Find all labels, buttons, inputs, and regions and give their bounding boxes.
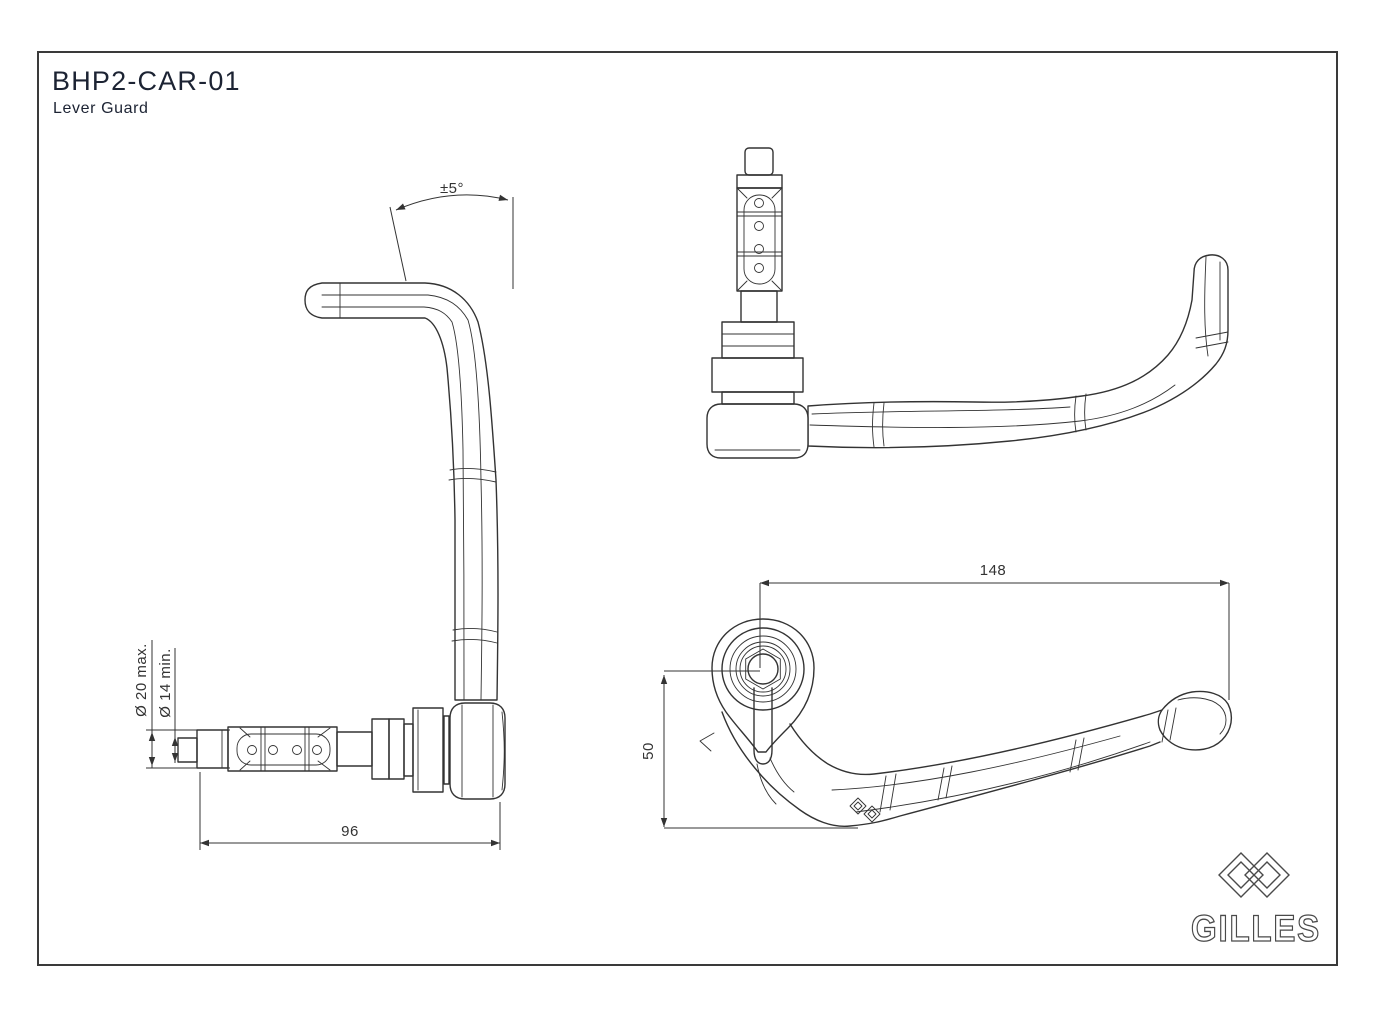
part-name: Lever Guard (53, 100, 149, 117)
dim-clamp-inner-label: Ø 14 min. (157, 648, 174, 718)
dim-clamp-length-label: 96 (341, 823, 359, 840)
gilles-emblem-icon (1218, 852, 1290, 898)
dim-clamp-outer-label: Ø 20 max. (133, 643, 150, 717)
front-view (699, 618, 1233, 827)
drawing-frame (37, 51, 1338, 966)
top-view (706, 147, 1229, 459)
dim-guard-width-label: 148 (980, 562, 1007, 579)
brand-logo: GILLES (1190, 852, 1321, 950)
engraved-logo-icon (849, 797, 881, 823)
gilles-wordmark: GILLES (1191, 908, 1321, 949)
side-view-dimensions: ±5° Ø 20 max. Ø 14 min. 96 (133, 180, 514, 850)
side-view (177, 282, 506, 800)
front-view-dimensions: 148 50 (640, 562, 1230, 829)
title-block: BHP2-CAR-01 Lever Guard (52, 66, 241, 117)
dim-angle-label: ±5° (440, 180, 464, 197)
dim-guard-height-label: 50 (640, 742, 657, 760)
part-number: BHP2-CAR-01 (52, 66, 241, 96)
